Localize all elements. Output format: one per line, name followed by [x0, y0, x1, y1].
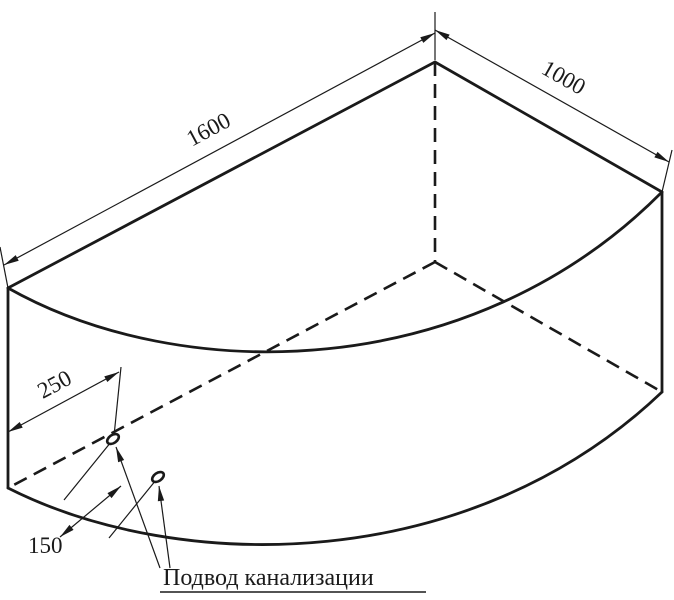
leader-line-drain-2: [157, 485, 171, 569]
extension-line-150-a: [63, 441, 112, 501]
extension-line-left: [0, 246, 9, 289]
bathtub-top-edges: [6, 60, 664, 290]
drain-hole-1: [105, 432, 121, 446]
dim-150-label: 150: [28, 533, 63, 558]
drain-hole-2: [150, 470, 166, 484]
dimension-line-150: [59, 485, 122, 538]
sewage-label: Подвод канализации: [163, 565, 374, 591]
extension-line-right: [661, 149, 673, 193]
bathtub-outline: [6, 60, 664, 546]
dimension-line-1000: [434, 29, 670, 163]
dimension-line-1600: [3, 32, 436, 266]
sewage-connection-points: [105, 432, 166, 484]
dim-1000-label: 1000: [538, 55, 590, 99]
extension-line-150-b: [108, 479, 157, 539]
bathtub-top-rim-curve: [6, 190, 664, 354]
extension-line-drain-1: [113, 366, 122, 437]
leader-line-drain-1: [115, 446, 161, 569]
hidden-bottom-left-edge: [7, 260, 436, 490]
dimension-lines: [0, 12, 673, 593]
bathtub-bottom-rim-curve: [6, 390, 664, 546]
hidden-bottom-right-edge: [434, 260, 663, 394]
hidden-edges: [7, 62, 663, 490]
dimension-line-250: [7, 371, 120, 433]
dim-250-label: 250: [33, 365, 75, 403]
